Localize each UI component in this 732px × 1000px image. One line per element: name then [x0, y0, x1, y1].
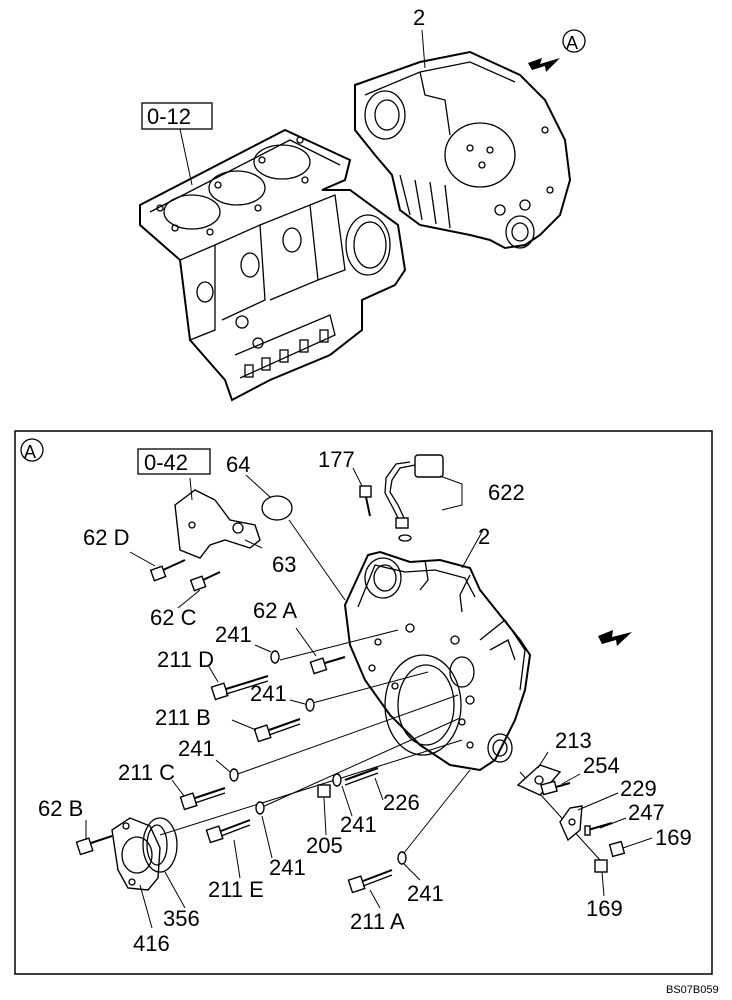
top-view: 2 0-12 A — [139, 5, 586, 402]
callout-213: 213 — [555, 728, 592, 753]
nut-169-a — [608, 840, 626, 858]
callout-226: 226 — [383, 790, 420, 815]
bolt-247 — [584, 822, 613, 836]
callout-241-d: 241 — [340, 812, 377, 837]
o-ring-64 — [261, 495, 293, 521]
callout-177: 177 — [318, 447, 355, 472]
callout-211b: 211 B — [155, 705, 211, 730]
bracket-63 — [174, 477, 261, 559]
view-marker-label: A — [566, 33, 578, 53]
ref-box-top — [141, 102, 213, 130]
callout-622: 622 — [488, 480, 525, 505]
flywheel-housing-top — [354, 50, 572, 250]
callout-62d: 62 D — [83, 525, 129, 550]
view-marker-circle — [562, 29, 586, 53]
callout-63: 63 — [272, 552, 296, 577]
callout-241-a: 241 — [215, 622, 252, 647]
bolt-211a — [347, 869, 393, 894]
ref-box-detail — [137, 448, 211, 475]
bolt-211e — [205, 819, 251, 844]
callout-241-c: 241 — [178, 736, 215, 761]
callout-211a: 211 A — [350, 909, 405, 934]
callout-205: 205 — [306, 833, 343, 858]
callout-62b: 62 B — [38, 796, 83, 821]
bolt-62b — [75, 835, 113, 856]
washer-241-f — [397, 851, 407, 865]
callout-241-f: 241 — [407, 881, 444, 906]
ref-0-42: 0-42 — [144, 450, 188, 475]
callout-62c: 62 C — [150, 605, 197, 630]
callout-2-top: 2 — [413, 5, 425, 30]
callout-254: 254 — [583, 753, 620, 778]
callout-241-e: 241 — [269, 855, 306, 880]
callout-247: 247 — [628, 800, 665, 825]
sensor-254 — [540, 780, 571, 796]
bolt-62a — [309, 656, 346, 675]
nut-205 — [317, 784, 331, 798]
bolt-62d — [149, 559, 186, 582]
nut-169-b — [594, 859, 608, 873]
callout-211c: 211 C — [118, 760, 175, 785]
bolt-62c — [189, 571, 221, 592]
gasket-356 — [142, 817, 178, 873]
callout-169-a: 169 — [655, 825, 692, 850]
callout-211d: 211 D — [157, 647, 214, 672]
callout-416: 416 — [133, 931, 170, 956]
callout-241-b: 241 — [250, 681, 287, 706]
callout-356: 356 — [163, 906, 200, 931]
bolt-211c — [179, 787, 226, 811]
bracket-229 — [559, 805, 583, 842]
bolt-177 — [359, 485, 372, 517]
callout-169-b: 169 — [586, 896, 623, 921]
washer-241-d — [332, 773, 342, 787]
engine-block — [139, 128, 407, 402]
ref-0-12: 0-12 — [147, 104, 191, 129]
washer-241-e — [255, 801, 265, 815]
bolt-211d — [210, 675, 269, 701]
callout-2: 2 — [478, 524, 490, 549]
callout-211e: 211 E — [208, 877, 264, 902]
flywheel-housing-detail — [343, 550, 532, 772]
direction-arrow-icon — [598, 630, 632, 646]
direction-arrow-icon — [528, 58, 560, 72]
callout-62a: 62 A — [253, 598, 297, 623]
detail-marker-circle — [20, 438, 44, 462]
detail-frame — [14, 430, 713, 975]
plate-213 — [516, 764, 562, 796]
callout-229: 229 — [620, 776, 657, 801]
drawing-code: BS07B059 — [666, 984, 719, 996]
washer-241-c — [229, 768, 239, 782]
washer-241-a — [270, 650, 280, 664]
callout-64: 64 — [226, 452, 250, 477]
sensor-622 — [384, 454, 444, 542]
stud-226 — [344, 767, 379, 786]
detail-marker-label: A — [24, 442, 36, 462]
washer-241-b — [305, 698, 315, 712]
cover-416 — [111, 817, 161, 891]
bolt-211b — [253, 718, 301, 743]
